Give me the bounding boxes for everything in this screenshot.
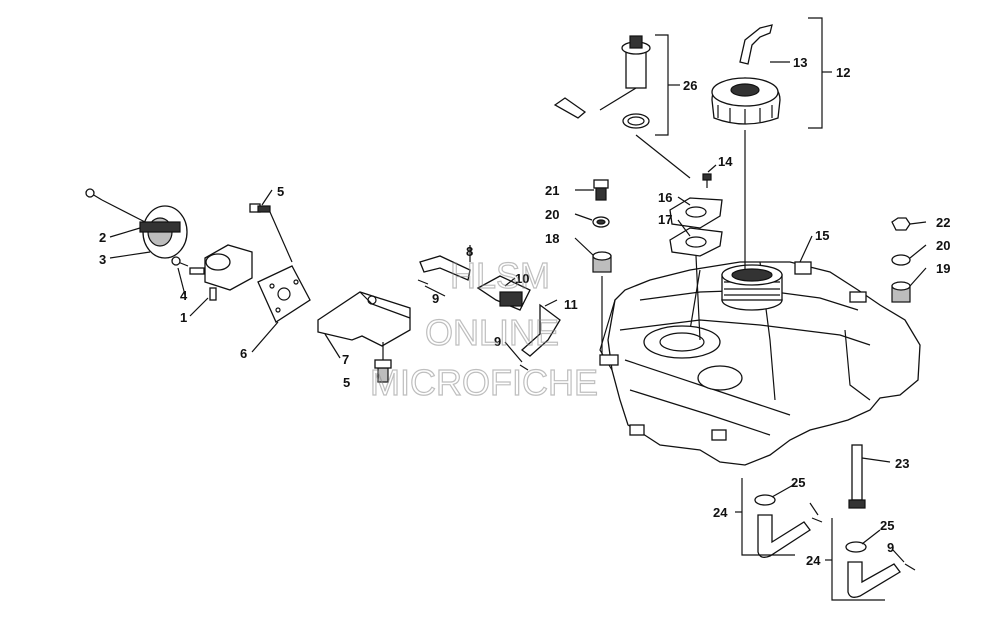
washer (891, 254, 911, 266)
callout-21: 21 (545, 183, 559, 198)
callout-10: 10 (515, 271, 529, 286)
callout-8: 8 (466, 244, 473, 259)
fuel-valve (189, 244, 253, 301)
filler-neck (721, 264, 783, 311)
hose-assembly-upper (754, 494, 823, 558)
callout-22: 22 (936, 215, 950, 230)
callout-3: 3 (99, 252, 106, 267)
callout-20-right: 20 (936, 238, 950, 253)
callout-24-lower: 24 (806, 553, 821, 568)
leader-line (635, 134, 691, 179)
callout-24-upper: 24 (713, 505, 728, 520)
callout-11: 11 (564, 297, 578, 312)
fuel-hose (417, 255, 471, 285)
bolt (249, 203, 271, 213)
callout-25-upper: 25 (791, 475, 805, 490)
screw (85, 188, 103, 201)
callout-26: 26 (683, 78, 697, 93)
screw (702, 173, 712, 188)
fuel-sender (553, 35, 651, 129)
callout-9-mid: 9 (494, 334, 501, 349)
callout-14: 14 (718, 154, 733, 169)
callout-1: 1 (180, 310, 187, 325)
nut (891, 217, 911, 231)
long-bolt (848, 444, 866, 509)
leader-line (695, 255, 701, 341)
callout-13: 13 (793, 55, 807, 70)
callout-20-left: 20 (545, 207, 559, 222)
grommet (891, 281, 911, 303)
callout-23: 23 (895, 456, 909, 471)
watermark: HLSM ONLINE MICROFICHE (369, 254, 598, 403)
sender-gasket (669, 227, 723, 257)
callout-5-lower: 5 (343, 375, 350, 390)
fuel-filter (476, 275, 531, 311)
callout-19: 19 (936, 261, 950, 276)
callout-2: 2 (99, 230, 106, 245)
callout-labels: 1 2 3 4 5 5 6 7 8 9 9 9 10 11 12 13 14 1… (99, 55, 950, 568)
vent-hose (739, 24, 773, 65)
valve-bracket (257, 265, 311, 323)
sender-plate (669, 197, 723, 229)
callout-18: 18 (545, 231, 559, 246)
valve-knob (139, 205, 188, 259)
callout-7: 7 (342, 352, 349, 367)
fuel-hose (519, 303, 561, 371)
watermark-line-1: HLSM (450, 255, 550, 296)
callout-9-right: 9 (887, 540, 894, 555)
callout-12: 12 (836, 65, 850, 80)
callout-6: 6 (240, 346, 247, 361)
screw (171, 256, 189, 267)
callout-16: 16 (658, 190, 672, 205)
callout-17: 17 (658, 212, 672, 227)
mounting-bracket (317, 291, 411, 347)
hose-assembly-lower (845, 541, 916, 598)
watermark-line-2: ONLINE (425, 312, 559, 353)
watermark-line-3: MICROFICHE (370, 362, 598, 403)
callout-5-upper: 5 (277, 184, 284, 199)
leader-line (101, 199, 146, 223)
callout-25-lower: 25 (880, 518, 894, 533)
callout-9-left: 9 (432, 291, 439, 306)
fuel-cap (711, 77, 781, 125)
callout-15: 15 (815, 228, 829, 243)
bolt (593, 179, 609, 201)
leader-lines (109, 17, 927, 601)
grommet (592, 251, 612, 273)
leader-line (269, 211, 293, 263)
fuel-tank (599, 261, 921, 466)
callout-4: 4 (180, 288, 188, 303)
washer (592, 216, 610, 228)
